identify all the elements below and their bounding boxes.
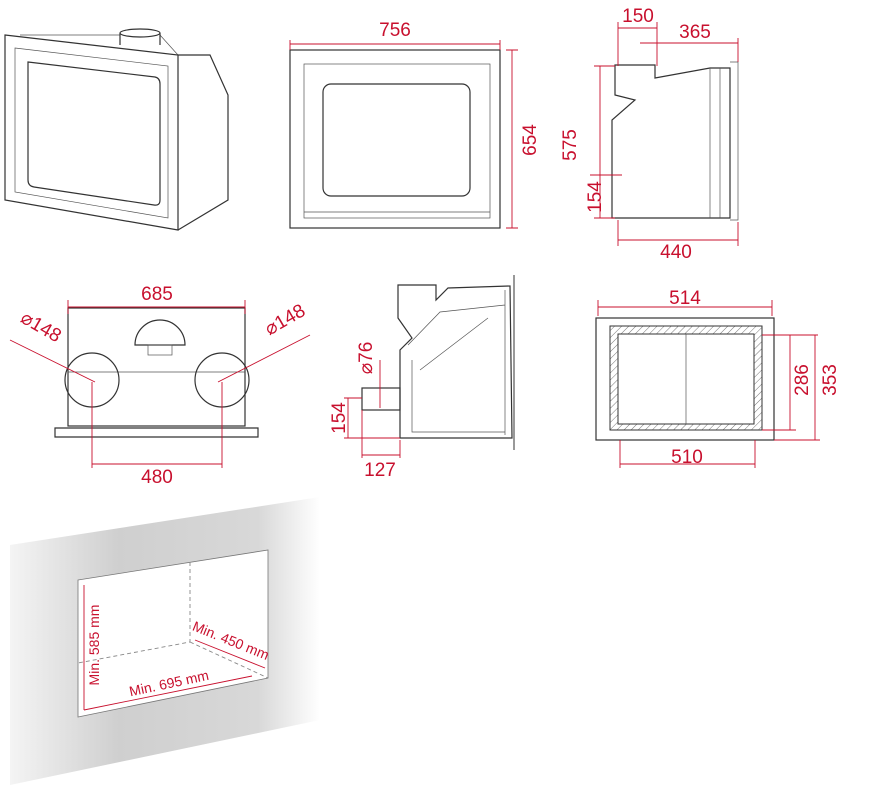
left-outlet-label: ⌀148	[17, 307, 65, 347]
air-inlet-label: ⌀76	[356, 342, 377, 375]
inner-height-label: 286	[792, 364, 813, 396]
side-inlet-height-label: 154	[585, 181, 606, 213]
section-inlet-height-label: 154	[329, 402, 350, 434]
isometric-view	[4, 28, 229, 231]
rear-top-width-label: 514	[669, 288, 701, 309]
inlet-offset-label: 127	[364, 460, 396, 481]
flue-offset-label: 150	[622, 6, 654, 27]
outer-height-label: 353	[820, 364, 841, 396]
rear-view: 514 286 353 510	[595, 288, 841, 468]
top-width-label: 685	[141, 284, 173, 305]
rear-bottom-width-label: 510	[671, 447, 703, 468]
side-view: 150 365 575 154 440	[560, 6, 739, 263]
right-outlet-label: ⌀148	[261, 300, 309, 340]
side-depth-label: 440	[660, 242, 692, 263]
depth-top-label: 365	[679, 22, 711, 43]
front-view: 756 654	[289, 20, 541, 229]
niche-illustration: Min. 585 mm Min. 695 mm Min. 450 mm	[10, 497, 320, 785]
front-height-label: 654	[520, 124, 541, 156]
niche-height-label: Min. 585 mm	[86, 605, 102, 686]
front-width-label: 756	[379, 20, 411, 41]
outlet-spacing-label: 480	[141, 467, 173, 488]
top-view: 685 ⌀148 ⌀148 480	[9, 284, 311, 488]
side-height-label: 575	[560, 129, 581, 161]
section-view: ⌀76 154 127	[329, 275, 515, 481]
